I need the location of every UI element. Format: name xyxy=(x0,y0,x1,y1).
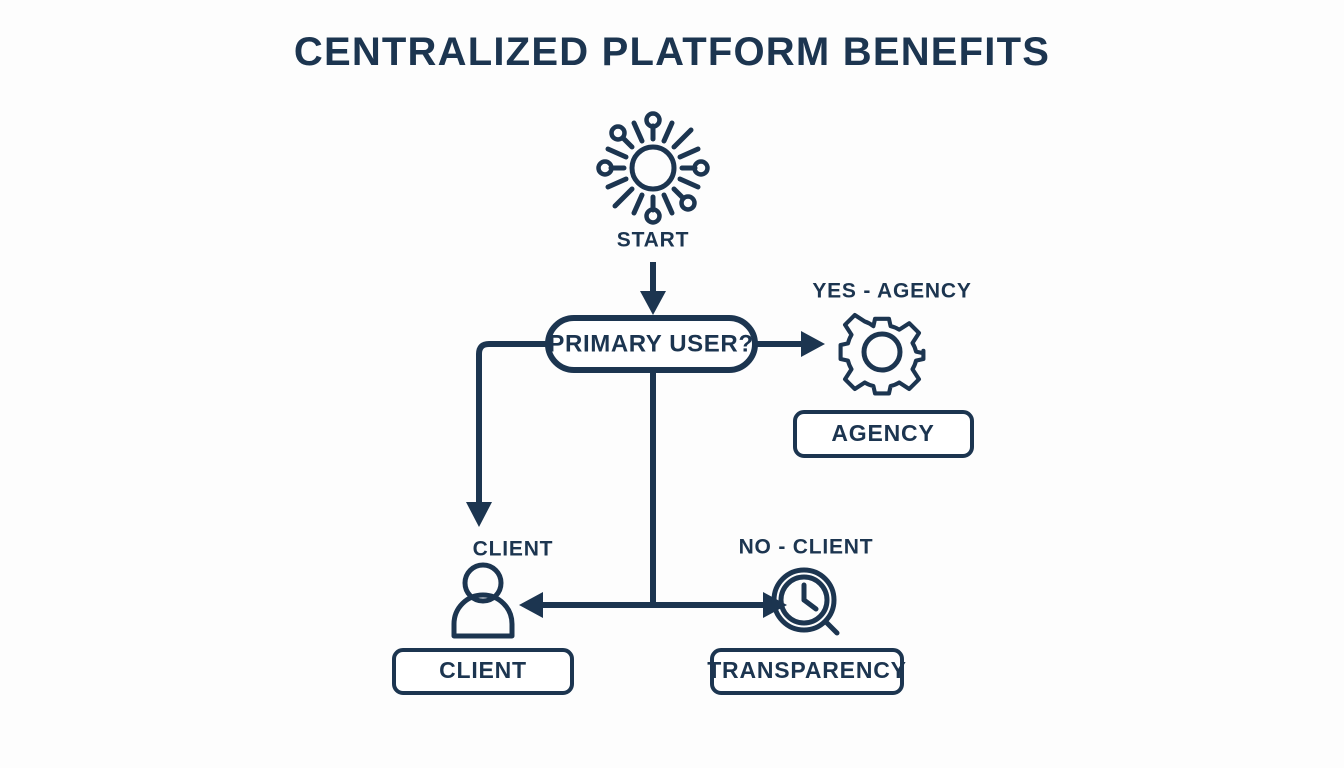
agency-box[interactable]: AGENCY xyxy=(793,410,974,458)
decision-node-primary-user[interactable]: PRIMARY USER? xyxy=(545,315,758,373)
connector-decision-bottom-split xyxy=(519,370,787,618)
agency-box-label: AGENCY xyxy=(831,420,934,446)
client-box[interactable]: CLIENT xyxy=(392,648,574,695)
client-box-label: CLIENT xyxy=(439,657,527,683)
connector-start-to-decision xyxy=(640,262,666,315)
transparency-box-label: TRANSPARENCY xyxy=(707,657,907,683)
edge-label-client: CLIENT xyxy=(473,538,554,561)
gear-icon xyxy=(838,312,926,396)
connector-decision-to-agency xyxy=(755,331,825,357)
edge-label-no-client: NO - CLIENT xyxy=(739,536,874,559)
person-icon xyxy=(451,562,515,639)
connector-decision-to-client xyxy=(466,341,548,527)
hub-network-icon xyxy=(596,111,710,225)
start-label: START xyxy=(617,229,689,252)
decision-node-label: PRIMARY USER? xyxy=(548,330,753,357)
page-title: CENTRALIZED PLATFORM BENEFITS xyxy=(293,30,1051,74)
transparency-box[interactable]: TRANSPARENCY xyxy=(707,648,907,695)
edge-label-yes-agency: YES - AGENCY xyxy=(812,280,971,303)
magnifier-clock-icon xyxy=(771,567,840,636)
